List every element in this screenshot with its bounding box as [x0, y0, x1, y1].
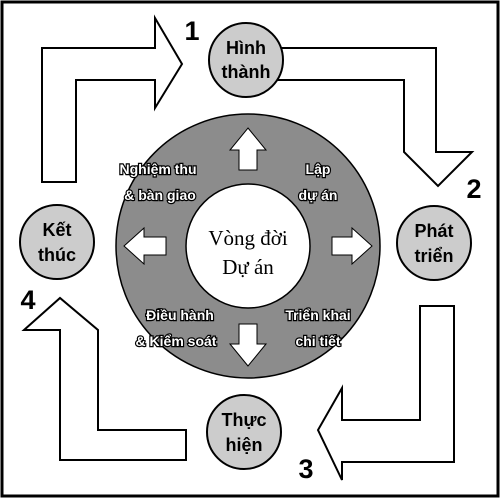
phase-circle-4 — [19, 204, 95, 280]
ring-arrow-up — [228, 127, 268, 171]
phase-4-number: 4 — [20, 285, 35, 315]
phase-circle-2 — [396, 205, 472, 281]
phase-2-label-line2: triển — [414, 246, 453, 266]
ring-label-detail-line2: chi tiết — [295, 333, 340, 349]
cycle-arrow-develop-to-implement — [316, 305, 455, 481]
phase-3-label-line1: Thực — [221, 410, 266, 430]
cycle-arrows — [21, 14, 475, 481]
ring-label-planning-line1: Lập — [306, 161, 331, 177]
phase-circles — [19, 22, 472, 470]
ring-arrow-right — [331, 226, 373, 266]
hub-title-line1: Vòng đời — [208, 226, 288, 250]
cycle-arrow-implement-to-end — [21, 296, 187, 461]
phase-3-label-line2: hiện — [225, 435, 262, 455]
ring-label-acceptance-line1: Nghiệm thu — [120, 161, 197, 177]
phase-4-label-line2: thúc — [38, 245, 76, 265]
phase-circle-3 — [206, 394, 282, 470]
ring-arrows — [123, 127, 373, 367]
ring-label-planning-line2: dự án — [299, 187, 338, 203]
phase-3-number: 3 — [298, 454, 313, 484]
phase-2-number: 2 — [466, 174, 481, 204]
cycle-arrow-start-to-develop — [259, 47, 475, 188]
ring-label-control-line2: & Kiểm soát — [136, 333, 217, 349]
ring-label-control-line1: Điều hành — [146, 307, 214, 323]
ring-label-detail-line1: Triển khai — [285, 307, 350, 323]
ring-arrow-down — [228, 323, 268, 367]
phase-1-number: 1 — [184, 16, 199, 46]
ring-label-acceptance-line2: & bàn giao — [124, 187, 196, 203]
phase-2-label-line1: Phát — [414, 221, 453, 241]
phase-1-label-line1: Hình — [226, 38, 266, 58]
phase-4-label-line1: Kết — [42, 220, 71, 240]
ring-arrow-left — [123, 226, 167, 266]
phase-circle-1 — [208, 22, 284, 98]
hub-title-line2: Dự án — [222, 255, 274, 279]
phase-1-label-line2: thành — [222, 62, 271, 82]
lifecycle-hub — [185, 183, 311, 309]
cycle-arrow-end-to-start — [41, 14, 184, 183]
